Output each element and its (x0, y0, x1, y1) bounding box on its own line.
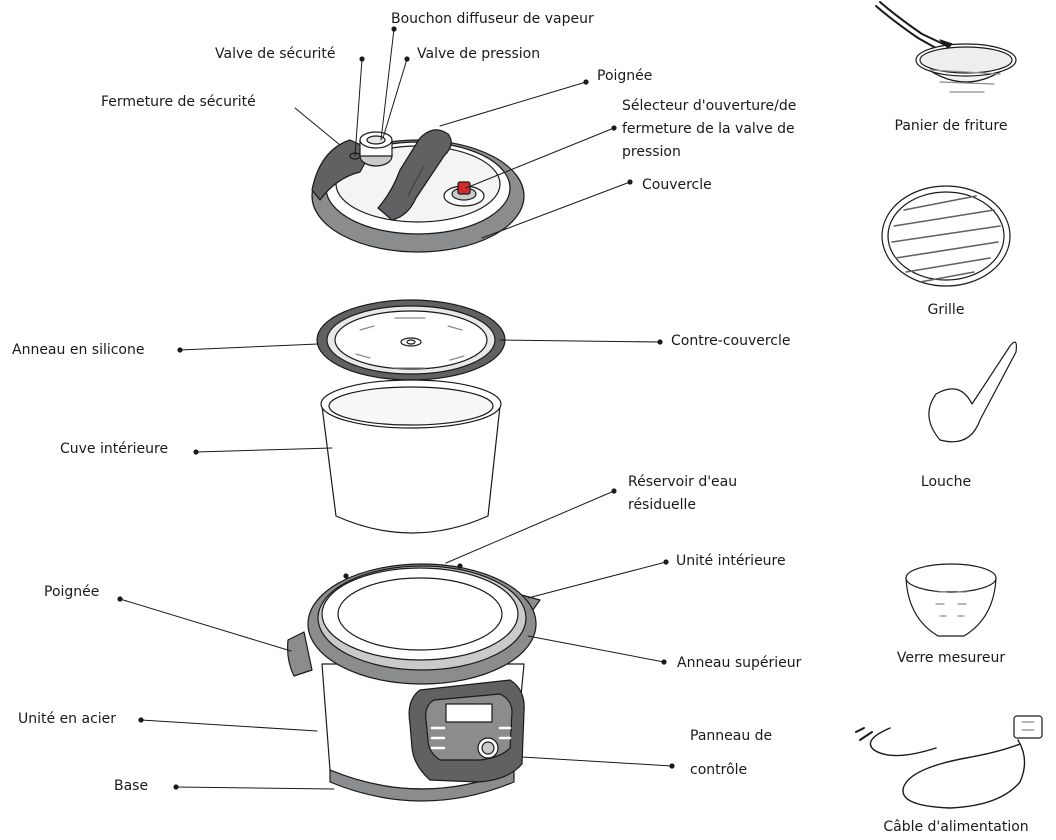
label-fermeture-securite: Fermeture de sécurité (101, 94, 256, 110)
power-cable-drawing (855, 715, 1043, 809)
label-unite-acier: Unité en acier (18, 711, 117, 727)
inner-lid-drawing (316, 299, 506, 381)
leader-lines (119, 28, 673, 790)
label-unite-interieure: Unité intérieure (676, 553, 786, 569)
label-base: Base (114, 778, 149, 794)
label-valve-pression: Valve de pression (417, 46, 541, 62)
leader-dots (117, 26, 675, 790)
lid-drawing (311, 129, 525, 253)
label-panneau-line2: contrôle (690, 762, 748, 778)
measuring-cup-drawing (905, 563, 997, 637)
inner-pot-drawing (320, 379, 502, 534)
frying-basket-drawing (875, 1, 1017, 93)
label-anneau-superieur: Anneau supérieur (677, 655, 802, 671)
label-couvercle: Couvercle (642, 177, 712, 193)
label-selecteur-line2: fermeture de la valve de (622, 121, 795, 137)
ladle-drawing (928, 341, 1017, 443)
label-bouchon-diffuseur: Bouchon diffuseur de vapeur (391, 11, 594, 27)
label-panier-friture: Panier de friture (894, 118, 1008, 134)
label-louche: Louche (920, 474, 972, 490)
label-poignee-lid: Poignée (597, 68, 653, 84)
label-cable-alimentation: Câble d'alimentation (883, 819, 1029, 835)
label-grille: Grille (927, 302, 965, 318)
label-reservoir-line1: Réservoir d'eau (628, 474, 738, 490)
label-selecteur-line1: Sélecteur d'ouverture/de (622, 98, 797, 114)
rack-drawing (881, 185, 1011, 287)
label-cuve-interieure: Cuve intérieure (60, 441, 169, 457)
label-valve-securite: Valve de sécurité (215, 46, 336, 62)
label-poignee-side: Poignée (44, 584, 100, 600)
label-panneau-line1: Panneau de (690, 728, 773, 744)
label-verre-mesureur: Verre mesureur (896, 650, 1006, 666)
main-unit-drawing (287, 563, 541, 802)
label-selecteur-line3: pression (622, 144, 681, 160)
label-anneau-silicone: Anneau en silicone (12, 342, 145, 358)
label-contre-couvercle: Contre-couvercle (671, 333, 791, 349)
label-reservoir-line2: résiduelle (628, 497, 697, 513)
